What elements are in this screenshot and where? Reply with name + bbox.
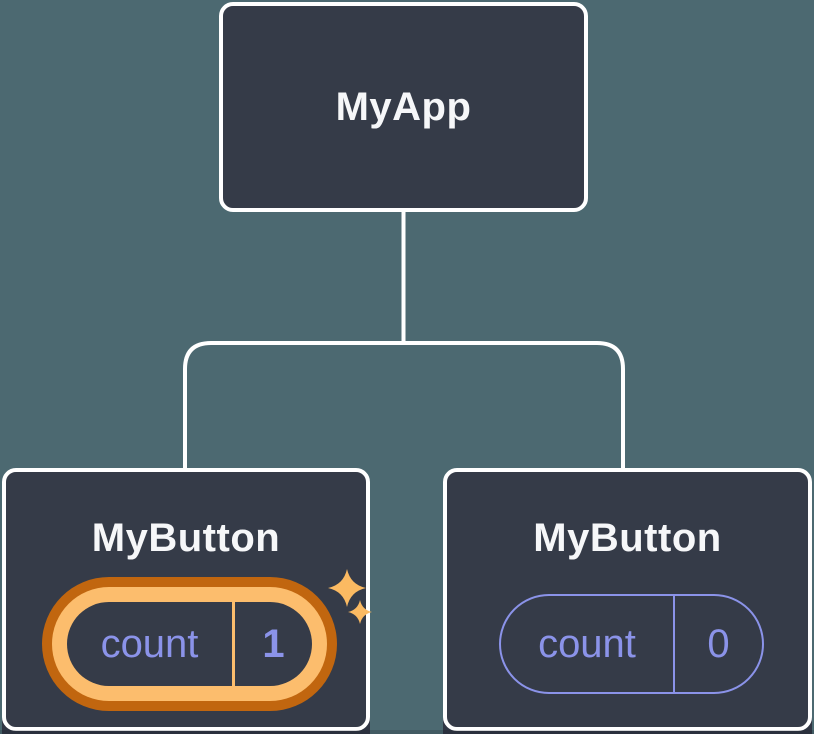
state-pill: count 0 [499,594,764,694]
state-value: 1 [262,621,285,666]
state-pill-body: count 1 [67,602,312,686]
state-pill-highlighted: count 1 [42,577,337,711]
node-label: MyButton [91,516,281,560]
sparkles-icon [328,569,372,624]
pill-divider [232,602,235,686]
node-label: MyApp [335,84,472,129]
state-name: count [538,621,636,666]
node-label: MyButton [533,516,722,560]
bottom-crop-shadow [0,730,814,734]
state-pill-highlight-ring: count 1 [52,587,327,701]
tree-node-mybutton-updated: MyButton count 1 [2,468,372,731]
state-name: count [100,621,199,666]
state-value: 0 [707,621,730,666]
tree-node-mybutton-plain: MyButton count 0 [443,468,812,731]
pill-divider [673,596,675,692]
tree-node-myapp: MyApp [219,2,588,212]
